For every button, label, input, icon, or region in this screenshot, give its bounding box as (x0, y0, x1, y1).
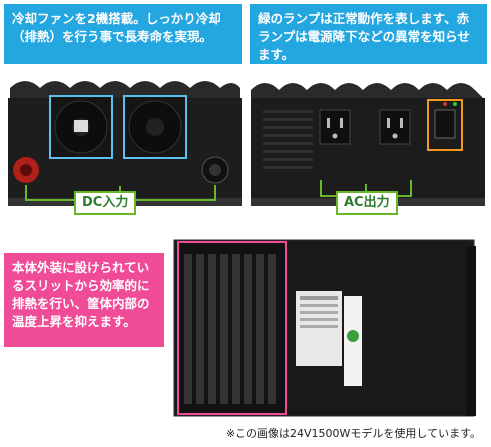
lamp-callout: 緑のランプは正常動作を表します、赤ランプは電源降下などの異常を知らせます。 (250, 4, 487, 64)
ac-output-label: AC出力 (336, 191, 398, 215)
vent-device-image (173, 239, 476, 417)
lamp-callout-text: 緑のランプは正常動作を表します、赤ランプは電源降下などの異常を知らせます。 (258, 11, 470, 62)
fan-callout: 冷却ファンを2機搭載。しっかり冷却（排熱）を行う事で長寿命を実現。 (4, 4, 242, 64)
caption: ※この画像は24V1500Wモデルを使用しています。 (225, 427, 481, 440)
fan-1 (49, 95, 113, 159)
vent-callout: 本体外装に設けられているスリットから効率的に排熱を行い、筐体内部の温度上昇を抑え… (4, 253, 164, 347)
fan-2 (123, 95, 187, 159)
fan-callout-text: 冷却ファンを2機搭載。しっかり冷却（排熱）を行う事で長寿命を実現。 (12, 11, 221, 44)
dc-input-label: DC入力 (74, 191, 137, 215)
vent-callout-text: 本体外装に設けられているスリットから効率的に排熱を行い、筐体内部の温度上昇を抑え… (12, 260, 150, 329)
